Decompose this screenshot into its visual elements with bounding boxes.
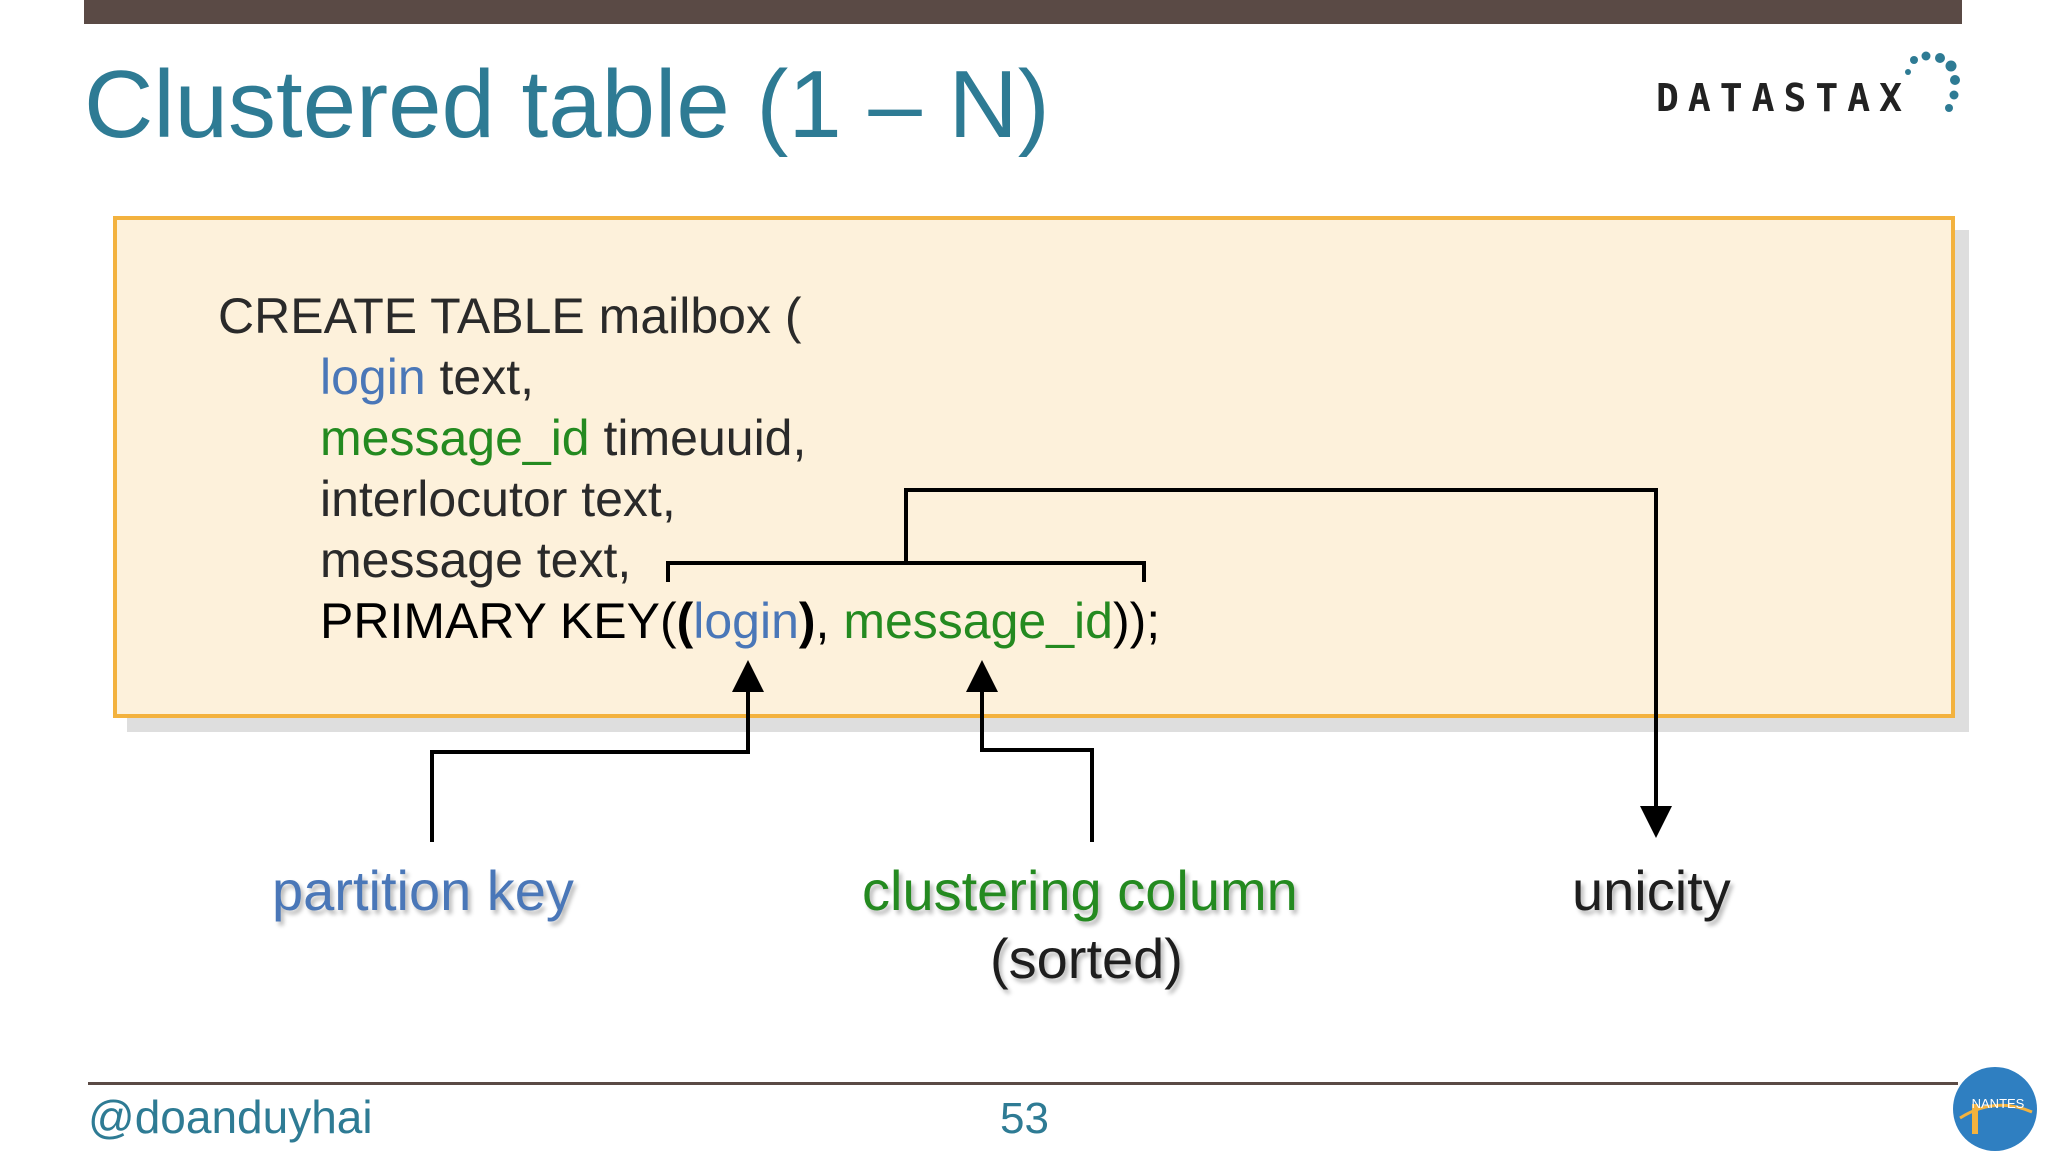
- code-line-message-id: message_id timeuuid,: [218, 408, 1160, 469]
- unicity-arrow: [904, 488, 1672, 838]
- partition-key-arrow: [430, 660, 764, 842]
- primary-key-clustering-column: message_id: [843, 593, 1113, 649]
- svg-text:NANTES: NANTES: [1972, 1096, 2025, 1111]
- code-box: [113, 216, 1955, 718]
- login-column-type: text,: [425, 349, 535, 405]
- datastax-wordmark: DATASTAX: [1656, 76, 1912, 120]
- code-line-create: CREATE TABLE mailbox (: [218, 288, 802, 344]
- primary-key-partition-column: login: [693, 593, 799, 649]
- partition-close-paren: ): [798, 593, 816, 649]
- author-handle: @doanduyhai: [88, 1091, 373, 1143]
- clustering-column-arrow: [966, 660, 1094, 842]
- partition-open-paren: (: [676, 593, 694, 649]
- clustering-column-label: clustering column: [862, 859, 1298, 922]
- primary-key-prefix: PRIMARY KEY(: [320, 593, 677, 649]
- datastax-dots-icon: [1905, 51, 1960, 112]
- page-number: 53: [1000, 1094, 1049, 1143]
- sorted-label: (sorted): [990, 927, 1183, 990]
- partition-key-label: partition key: [272, 859, 574, 922]
- footer-divider: [88, 1082, 1958, 1085]
- primary-key-suffix: ));: [1112, 593, 1161, 649]
- slide-title: Clustered table (1 – N): [84, 51, 1050, 158]
- unicity-label: unicity: [1572, 859, 1731, 922]
- datastax-logo: DATASTAX: [1650, 50, 1980, 130]
- login-column-name: login: [320, 349, 426, 405]
- nantes-event-logo-icon: NANTES: [1953, 1067, 2037, 1151]
- primary-key-separator: ,: [815, 593, 844, 649]
- code-line-message: message text,: [320, 532, 632, 588]
- top-bar: [84, 0, 1962, 24]
- code-line-login: login text,: [218, 347, 1160, 408]
- code-line-primary-key: PRIMARY KEY((login), message_id));: [218, 591, 1160, 652]
- code-line-interlocutor: interlocutor text,: [320, 471, 676, 527]
- message-id-column-name: message_id: [320, 410, 590, 466]
- primary-key-bracket: [666, 561, 1146, 582]
- message-id-column-type: timeuuid,: [589, 410, 807, 466]
- cql-code-block: CREATE TABLE mailbox ( login text, messa…: [218, 286, 1160, 652]
